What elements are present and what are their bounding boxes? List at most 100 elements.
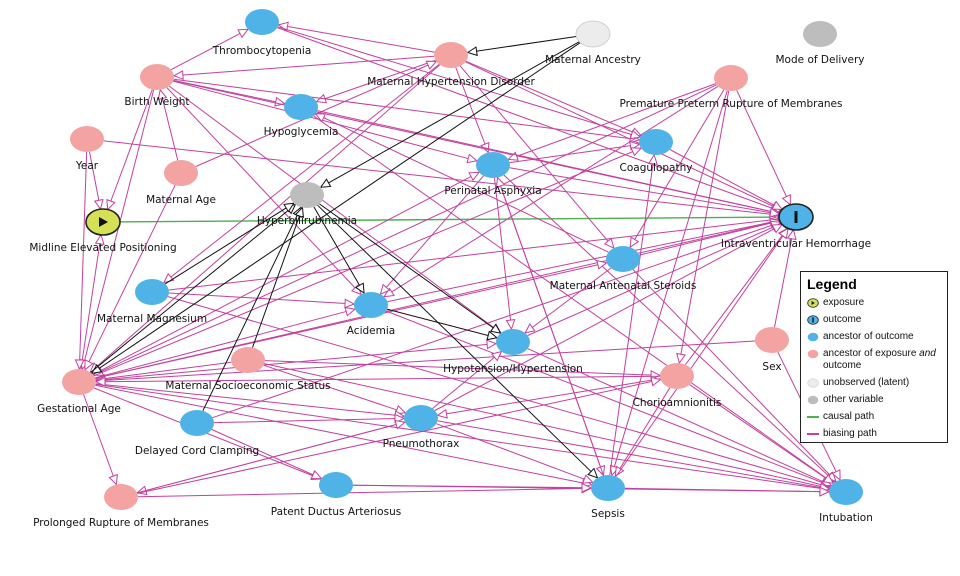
acidemia-node-shape bbox=[354, 292, 388, 318]
node-ses[interactable]: Maternal Socioeconomic Status bbox=[165, 347, 331, 392]
node-hypotens[interactable]: Hypotension/Hypertension bbox=[443, 329, 583, 375]
edge-pprom-chorio bbox=[676, 90, 730, 365]
edge-prom-pneumo bbox=[136, 419, 407, 494]
node-asphyx[interactable]: Perinatal Asphyxia bbox=[444, 152, 542, 197]
delivery-node-shape bbox=[803, 21, 837, 47]
edge-hyperbili-hypotens bbox=[319, 203, 502, 334]
edge-gestage-asphyx bbox=[92, 171, 481, 376]
ancestor-both-icon bbox=[807, 349, 819, 359]
other-variable-icon bbox=[807, 395, 819, 405]
node-sex[interactable]: Sex bbox=[755, 327, 789, 373]
ancestry-label: Maternal Ancestry bbox=[545, 54, 641, 66]
node-year[interactable]: Year bbox=[70, 126, 104, 172]
sepsis-node-shape bbox=[591, 475, 625, 501]
edge-year-midline bbox=[89, 151, 104, 211]
node-sepsis[interactable]: Sepsis bbox=[591, 475, 625, 520]
node-pneumo[interactable]: Pneumothorax bbox=[383, 405, 460, 450]
edge-gestage-midline bbox=[80, 233, 105, 370]
coag-node-shape bbox=[639, 129, 673, 155]
edge-magnesium-intub bbox=[167, 296, 832, 490]
node-mhd[interactable]: Maternal Hypertension Disorder bbox=[367, 42, 535, 88]
edge-bw-acidemia bbox=[166, 87, 362, 296]
node-cord[interactable]: Delayed Cord Clamping bbox=[135, 410, 259, 457]
year-node-shape bbox=[70, 126, 104, 152]
matage-label: Maternal Age bbox=[146, 194, 216, 206]
hypotens-label: Hypotension/Hypertension bbox=[443, 363, 583, 375]
edge-hyperbili-acidemia bbox=[313, 206, 365, 295]
hypogly-label: Hypoglycemia bbox=[264, 126, 339, 138]
node-ivh[interactable]: Intraventricular Hemorrhage bbox=[721, 203, 871, 250]
legend-label: other variable bbox=[823, 394, 884, 405]
edge-hyperbili-sepsis bbox=[317, 204, 599, 479]
node-hypogly[interactable]: Hypoglycemia bbox=[264, 94, 339, 138]
sepsis-label: Sepsis bbox=[591, 508, 625, 520]
gestage-label: Gestational Age bbox=[37, 403, 121, 415]
node-chorio[interactable]: Chorioamnionitis bbox=[633, 363, 722, 409]
sex-label: Sex bbox=[762, 361, 781, 373]
edge-mhd-thrombo bbox=[277, 21, 435, 53]
node-hyperbili[interactable]: Hyperbilirubinemia bbox=[257, 182, 357, 227]
sex-node-shape bbox=[755, 327, 789, 353]
node-gestage[interactable]: Gestational Age bbox=[37, 369, 121, 415]
edge-sex-ivh bbox=[774, 228, 797, 328]
edge-ses-chorio bbox=[264, 360, 662, 380]
edge-mhd-bw bbox=[172, 55, 435, 81]
ancestry-node-shape bbox=[575, 20, 611, 48]
node-midline[interactable]: Midline Elevated Positioning bbox=[29, 208, 177, 254]
legend-label: exposure bbox=[823, 297, 865, 308]
pprom-label: Premature Preterm Rupture of Membranes bbox=[620, 98, 843, 110]
edge-ses-intub bbox=[264, 363, 831, 492]
node-steroids[interactable]: Maternal Antenatal Steroids bbox=[550, 246, 697, 292]
gestage-node-shape bbox=[62, 369, 96, 395]
legend-label: outcome bbox=[823, 314, 862, 325]
mhd-node-shape bbox=[434, 42, 468, 68]
edge-ses-pneumo bbox=[263, 364, 407, 415]
edge-bw-midline bbox=[106, 89, 153, 211]
node-coag[interactable]: Coagulopathy bbox=[620, 129, 693, 174]
outcome-i-icon bbox=[794, 211, 798, 223]
midline-label: Midline Elevated Positioning bbox=[29, 242, 176, 254]
thrombo-label: Thrombocytopenia bbox=[212, 45, 312, 57]
edge-acidemia-hypotens bbox=[386, 308, 499, 341]
edge-ses-hyperbili bbox=[252, 206, 304, 348]
edge-steroids-hypogly bbox=[314, 113, 609, 253]
edge-gestage-steroids bbox=[95, 259, 608, 379]
coag-label: Coagulopathy bbox=[620, 162, 693, 174]
pda-node-shape bbox=[319, 472, 353, 498]
mhd-label: Maternal Hypertension Disorder bbox=[367, 76, 535, 88]
edge-ancestry-hyperbili bbox=[319, 41, 580, 188]
node-bw[interactable]: Birth Weight bbox=[124, 64, 190, 108]
edge-bw-asphyx bbox=[172, 80, 479, 164]
node-intub[interactable]: Intubation bbox=[819, 479, 873, 524]
legend-label: ancestor of exposure and outcome bbox=[823, 348, 936, 371]
node-pda[interactable]: Patent Ductus Arteriosus bbox=[271, 472, 401, 518]
edge-mhd-steroids bbox=[459, 65, 615, 250]
magnesium-label: Maternal Magnesium bbox=[97, 313, 207, 325]
edge-thrombo-coag bbox=[277, 26, 642, 140]
node-delivery[interactable]: Mode of Delivery bbox=[776, 21, 865, 66]
asphyx-label: Perinatal Asphyxia bbox=[444, 185, 541, 197]
edge-year-gestage bbox=[74, 151, 88, 371]
node-pprom[interactable]: Premature Preterm Rupture of Membranes bbox=[620, 65, 843, 110]
intub-node-shape bbox=[829, 479, 863, 505]
node-thrombo[interactable]: Thrombocytopenia bbox=[212, 9, 312, 57]
node-ancestry[interactable]: Maternal Ancestry bbox=[545, 20, 641, 66]
pda-label: Patent Ductus Arteriosus bbox=[271, 506, 401, 518]
edge-pprom-steroids bbox=[629, 89, 725, 249]
node-matage[interactable]: Maternal Age bbox=[146, 160, 216, 206]
cord-label: Delayed Cord Clamping bbox=[135, 445, 259, 457]
edge-pprom-acidemia bbox=[383, 85, 719, 298]
chorio-node-shape bbox=[660, 363, 694, 389]
node-magnesium[interactable]: Maternal Magnesium bbox=[97, 279, 207, 325]
exposure-icon bbox=[807, 298, 819, 308]
hyperbili-label: Hyperbilirubinemia bbox=[257, 215, 357, 227]
node-prom[interactable]: Prolonged Rupture of Membranes bbox=[33, 484, 209, 529]
node-acidemia[interactable]: Acidemia bbox=[347, 292, 395, 337]
ses-node-shape bbox=[231, 347, 265, 373]
edge-cord-pneumo bbox=[213, 413, 406, 424]
edge-magnesium-acidemia bbox=[168, 292, 356, 309]
steroids-node-shape bbox=[606, 246, 640, 272]
edge-ancestry-mhd bbox=[466, 36, 577, 57]
